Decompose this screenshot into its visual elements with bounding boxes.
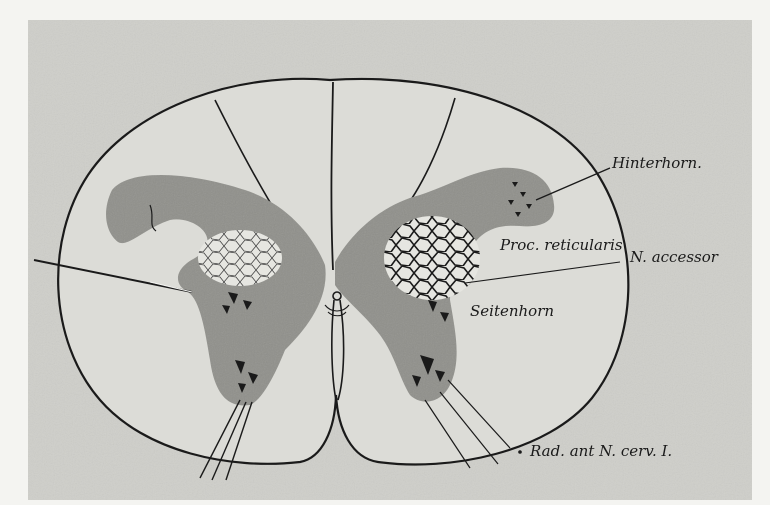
label-hinterhorn: Hinterhorn.	[611, 154, 702, 172]
label-n-accessor: N. accessor	[629, 248, 719, 266]
label-rad-ant: Rad. ant N. cerv. I.	[529, 442, 672, 460]
rad-ant-bullet	[518, 450, 522, 454]
label-seitenhorn: Seitenhorn	[470, 302, 554, 320]
label-proc-reticularis: Proc. reticularis	[499, 236, 623, 254]
